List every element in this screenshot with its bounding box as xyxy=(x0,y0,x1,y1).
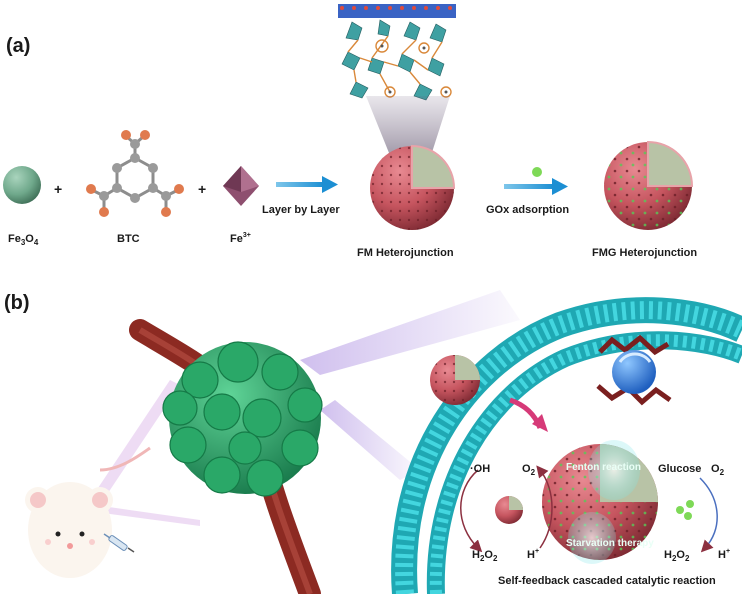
right-h2o2-label: H2O2 xyxy=(664,549,690,563)
fmg-heterojunction-label: FMG Heterojunction xyxy=(592,247,697,259)
cell-membrane xyxy=(391,297,742,594)
light-beam-top xyxy=(300,290,520,375)
fm-heterojunction-label: FM Heterojunction xyxy=(357,247,454,259)
left-catalytic-cycle xyxy=(460,465,553,553)
fmg-sphere-large xyxy=(542,440,658,564)
plus-sign-2: + xyxy=(198,181,206,197)
gox-adsorption-label: GOx adsorption xyxy=(486,204,569,216)
fenton-reaction-label: Fenton reaction xyxy=(566,462,641,473)
fe3o4-sphere xyxy=(3,166,41,204)
left-h2o2-label: H2O2 xyxy=(472,549,498,563)
btc-label: BTC xyxy=(117,233,140,245)
fe3-label: Fe3+ xyxy=(230,232,251,245)
plus-sign-1: + xyxy=(54,181,62,197)
light-beam-bottom xyxy=(320,400,420,480)
gox-molecule xyxy=(532,167,542,177)
nanoparticle-entering xyxy=(430,355,480,405)
panel-label-b: (b) xyxy=(4,292,30,314)
btc-molecule xyxy=(86,130,184,217)
layer-by-layer-label: Layer by Layer xyxy=(262,204,340,216)
glucose-label: Glucose xyxy=(658,463,701,475)
light-beam-mouse-top xyxy=(90,380,180,505)
right-proton-label: H+ xyxy=(718,548,730,561)
right-catalytic-cycle xyxy=(676,477,718,553)
fe3-octahedron xyxy=(223,166,259,206)
mouse-illustration xyxy=(25,446,151,578)
layer-by-layer-arrow xyxy=(276,176,338,193)
fe3o4-label: Fe3O4 xyxy=(8,233,39,247)
fm-heterojunction-sphere xyxy=(370,144,456,230)
zoom-beam xyxy=(366,96,450,190)
gox-cage-molecule xyxy=(596,334,672,406)
left-proton-label: H+ xyxy=(527,548,539,561)
fmg-heterojunction-sphere xyxy=(604,140,694,230)
gox-adsorption-arrow xyxy=(504,178,568,195)
mof-crystal-structure xyxy=(338,4,456,101)
hydroxyl-radical-label: ·OH xyxy=(470,463,490,475)
tumor-cluster xyxy=(162,341,323,497)
panel-label-a: (a) xyxy=(6,35,30,57)
syringe-icon xyxy=(103,533,135,553)
light-beam-mouse-bottom xyxy=(95,505,200,526)
left-oxygen-label: O2 xyxy=(522,463,536,477)
starvation-therapy-label: Starvation therapy xyxy=(566,538,654,549)
right-oxygen-label: O2 xyxy=(711,463,725,477)
cascade-caption: Self-feedback cascaded catalytic reactio… xyxy=(498,575,716,587)
